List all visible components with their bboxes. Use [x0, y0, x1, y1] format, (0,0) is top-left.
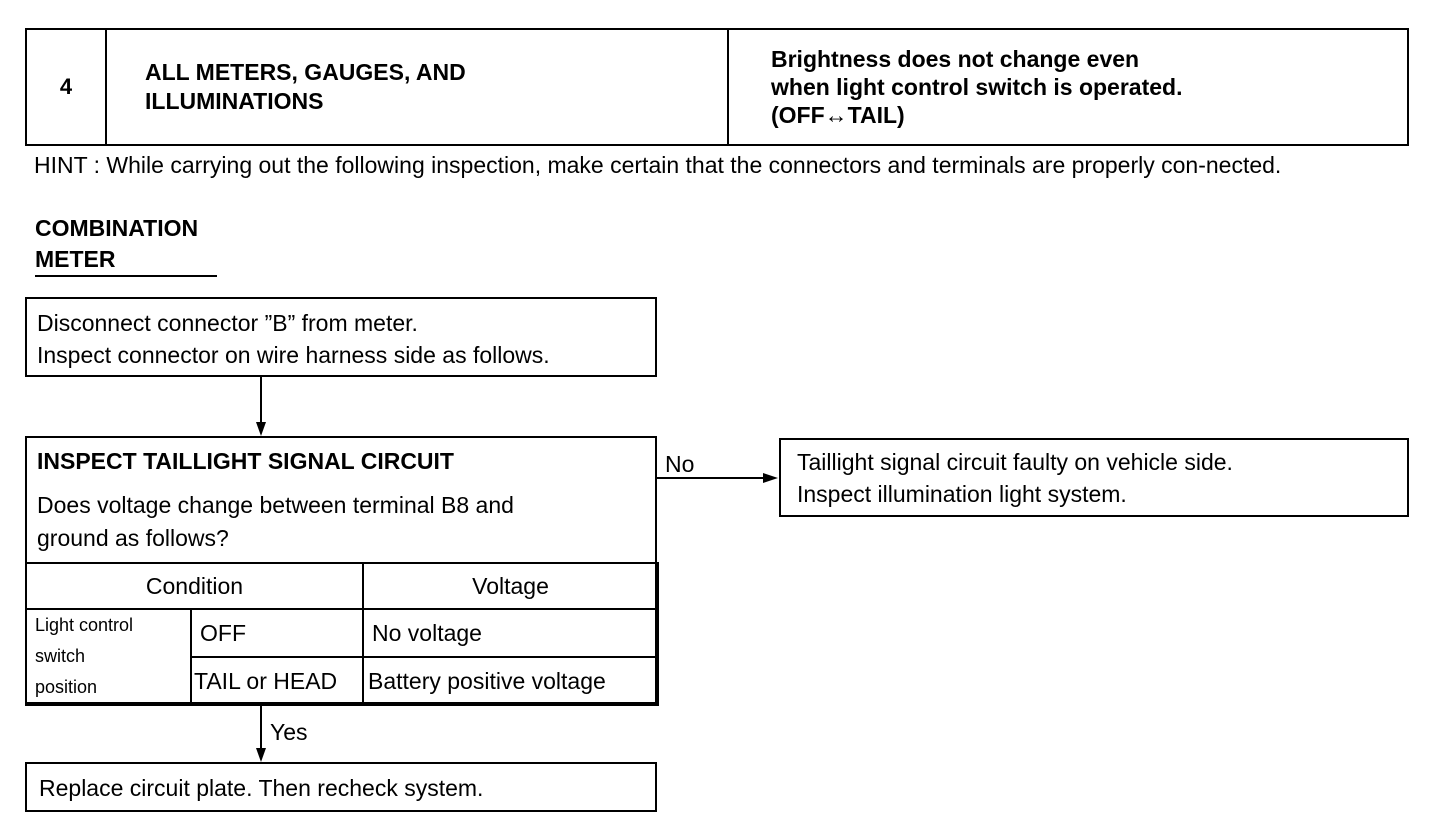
- final-action-box: Replace circuit plate. Then recheck syst…: [25, 762, 657, 812]
- question-line2: ground as follows?: [37, 525, 229, 551]
- fault-line1: Taillight signal circuit faulty on vehic…: [797, 449, 1233, 475]
- header-table: 4 ALL METERS, GAUGES, AND ILLUMINATIONS …: [25, 28, 1409, 146]
- step-inspect-question: Does voltage change between terminal B8 …: [37, 489, 647, 555]
- arrowhead-step2: [256, 422, 266, 436]
- condition-table: Condition Voltage Light control switch p…: [25, 562, 659, 706]
- branch-no-label: No: [665, 451, 695, 477]
- condition-off: OFF: [190, 608, 364, 658]
- problem-number: 4: [27, 30, 107, 144]
- step-inspect-box: INSPECT TAILLIGHT SIGNAL CIRCUIT Does vo…: [25, 436, 659, 706]
- symptom-line1: Brightness does not change even: [771, 46, 1140, 72]
- row-label-switch-position: Light control switch position: [25, 608, 192, 706]
- row-label-line1: Light control: [35, 615, 134, 635]
- section-heading-line1: COMBINATION: [35, 215, 199, 241]
- symptom: Brightness does not change even when lig…: [729, 30, 1407, 144]
- hint-text: HINT : While carrying out the following …: [34, 152, 1282, 178]
- step-disconnect-box: Disconnect connector ”B” from meter. Ins…: [25, 297, 657, 377]
- col-header-voltage: Voltage: [362, 562, 659, 610]
- fault-line2: Inspect illumination light system.: [797, 481, 1127, 507]
- symptom-line2: when light control switch is operated.: [771, 74, 1183, 100]
- arrowhead-no: [763, 473, 778, 483]
- step-disconnect-line2: Inspect connector on wire harness side a…: [37, 342, 550, 368]
- question-line1: Does voltage change between terminal B8 …: [37, 492, 514, 518]
- step-disconnect-line1: Disconnect connector ”B” from meter.: [37, 310, 418, 336]
- voltage-off: No voltage: [362, 608, 659, 658]
- system-name-line2: ILLUMINATIONS: [145, 88, 324, 114]
- fault-result-box: Taillight signal circuit faulty on vehic…: [779, 438, 1409, 517]
- section-underline: [35, 275, 217, 277]
- step-inspect-title: INSPECT TAILLIGHT SIGNAL CIRCUIT: [37, 448, 454, 474]
- section-heading: COMBINATION METER: [35, 213, 198, 275]
- voltage-tail-head: Battery positive voltage: [362, 656, 659, 706]
- col-header-condition: Condition: [25, 562, 364, 610]
- row-label-line3: position: [35, 677, 98, 697]
- branch-yes-label: Yes: [270, 719, 308, 745]
- condition-tail-head: TAIL or HEAD: [190, 656, 364, 706]
- system-name: ALL METERS, GAUGES, AND ILLUMINATIONS: [107, 30, 729, 144]
- arrowhead-yes: [256, 748, 266, 762]
- row-label-line2: switch: [35, 646, 86, 666]
- system-name-line1: ALL METERS, GAUGES, AND: [145, 59, 466, 85]
- symptom-line3: (OFF↔TAIL): [771, 102, 905, 128]
- section-heading-line2: METER: [35, 246, 116, 272]
